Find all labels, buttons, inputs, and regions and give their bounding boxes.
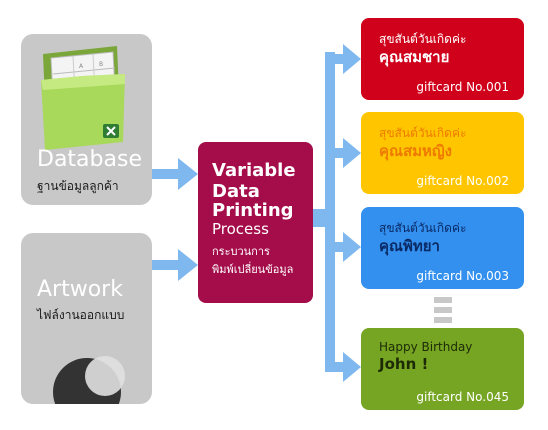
arrow-to-card-1 xyxy=(325,44,361,74)
database-subtitle: ฐานข้อมูลลูกค้า xyxy=(37,179,119,193)
arrow-database-to-process xyxy=(152,158,198,190)
giftcard-greeting: สุขสันต์วันเกิดค่ะ xyxy=(379,221,467,235)
giftcard-3: สุขสันต์วันเกิดค่ะคุณพิทยา giftcard No.00… xyxy=(361,207,524,289)
spreadsheet-icon: A B xyxy=(41,46,125,150)
process-title-line3: Printing xyxy=(212,200,294,221)
artwork-box: Artwork ไฟล์งานออกแบบ xyxy=(21,233,152,404)
arrow-artwork-to-process xyxy=(152,249,198,281)
artwork-shapes-icon xyxy=(53,356,125,404)
giftcard-1: สุขสันต์วันเกิดค่ะคุณสมชาย giftcard No.00… xyxy=(361,18,524,100)
arrow-to-card-4 xyxy=(325,352,361,382)
giftcard-recipient-name: คุณพิทยา xyxy=(379,237,440,255)
arrow-to-card-3 xyxy=(325,232,361,262)
giftcard-number: giftcard No.002 xyxy=(416,174,509,188)
process-subtitle: Process xyxy=(212,220,269,238)
connector-trunk xyxy=(325,52,335,372)
process-thai-line1: กระบวนการ xyxy=(212,245,270,258)
giftcard-greeting: สุขสันต์วันเกิดค่ะ xyxy=(379,126,467,140)
database-box: A B Database ฐานข้อมูลลูกค้า xyxy=(21,34,152,205)
giftcard-recipient-name: John ! xyxy=(379,355,429,373)
giftcard-recipient-name: คุณสมชาย xyxy=(379,48,450,66)
process-title-line1: Variable xyxy=(212,160,296,181)
svg-text:A: A xyxy=(79,63,84,70)
arrow-to-card-2 xyxy=(325,138,361,168)
giftcard-recipient-name: คุณสมหญิง xyxy=(379,142,452,160)
process-title-line2: Data xyxy=(212,181,260,202)
giftcard-greeting: Happy Birthday xyxy=(379,340,473,354)
giftcard-2: สุขสันต์วันเกิดค่ะคุณสมหญิง giftcard No.0… xyxy=(361,112,524,194)
giftcard-greeting: สุขสันต์วันเกิดค่ะ xyxy=(379,32,467,46)
giftcard-number: giftcard No.045 xyxy=(416,390,509,404)
giftcard-number: giftcard No.003 xyxy=(416,269,509,283)
ellipsis-marker xyxy=(434,297,452,323)
process-thai-line2: พิมพ์เปลี่ยนข้อมูล xyxy=(212,263,294,276)
process-box: Variable Data Printing Process กระบวนการ… xyxy=(198,142,313,303)
artwork-subtitle: ไฟล์งานออกแบบ xyxy=(37,308,125,322)
svg-text:B: B xyxy=(99,61,103,68)
database-title: Database xyxy=(37,147,142,172)
giftcard-number: giftcard No.001 xyxy=(416,80,509,94)
artwork-title: Artwork xyxy=(37,277,123,302)
